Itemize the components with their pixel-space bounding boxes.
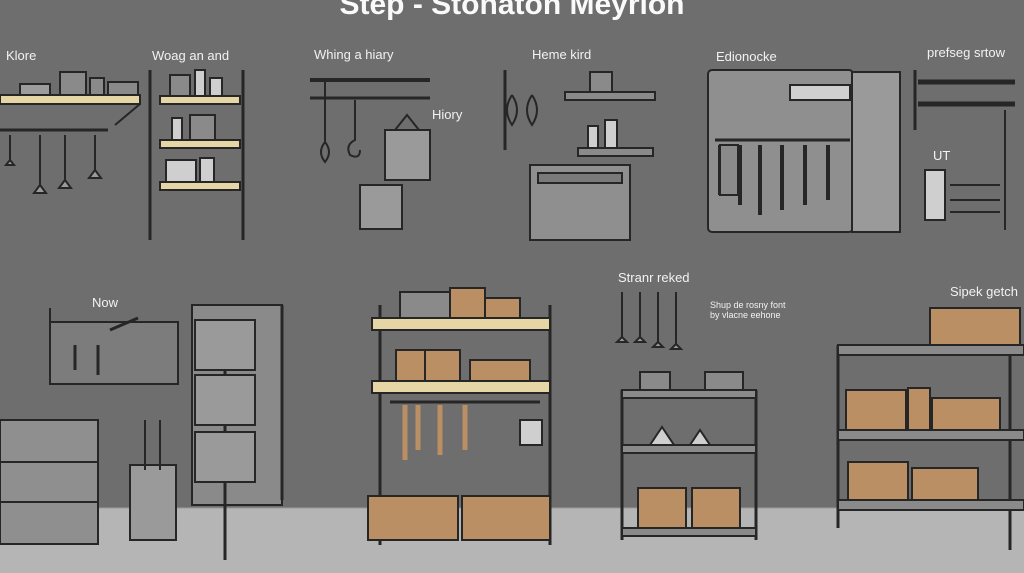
wall-shelf-left: [0, 71, 141, 132]
label-hiory: Hiory: [432, 107, 463, 122]
storage-bins-left: [0, 419, 177, 545]
page-title: Step - Stonaton Meyrion: [339, 0, 685, 21]
label-now: Now: [92, 295, 119, 310]
label-edionocke: Edionocke: [716, 49, 777, 64]
label-stranr-reked: Stranr reked: [618, 270, 690, 285]
label-klore: Klore: [6, 48, 37, 63]
tool-rack-right: [913, 70, 1015, 230]
center-top-shelf: [503, 70, 656, 241]
small-pegboard: [49, 308, 179, 385]
center-shelving: [367, 287, 552, 545]
small-metal-shelf: [620, 371, 758, 540]
label-heme-kird: Heme kird: [532, 47, 592, 62]
label-whing-a-hiary: Whing a hiary: [314, 47, 394, 62]
wrench-set-middle: [614, 292, 684, 350]
shelving-unit-left: [148, 69, 245, 240]
pegboard-right: [707, 69, 901, 233]
wrench-row-left: [3, 135, 103, 194]
label-sipek-getch: Sipek getch: [950, 284, 1018, 299]
label-prefseg-srtow: prefseg srtow: [927, 45, 1006, 60]
label-ut: UT: [933, 148, 951, 163]
bin-rack: [191, 304, 284, 560]
label-shup-de: Shup de rosny font by vlacne eehone: [710, 300, 786, 320]
right-shelving: [836, 307, 1024, 550]
label-woag-an-and: Woag an and: [152, 48, 230, 63]
hanging-hooks: [310, 78, 431, 230]
